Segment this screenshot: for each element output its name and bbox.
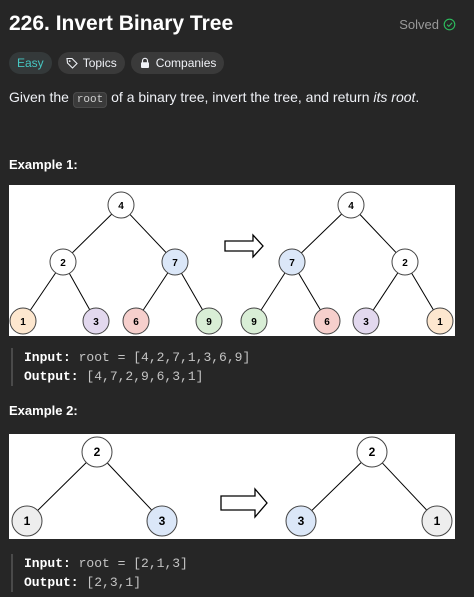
tree-node — [195, 307, 223, 335]
tree-node — [146, 505, 178, 537]
node-label: 1 — [24, 514, 31, 528]
tree-node — [81, 436, 113, 468]
node-label: 6 — [133, 317, 139, 328]
topics-button[interactable]: Topics — [57, 52, 125, 74]
node-label: 3 — [363, 317, 369, 328]
example-2-title: Example 2: — [9, 403, 78, 418]
tree-node — [285, 505, 317, 537]
node-label: 4 — [348, 201, 354, 212]
tree-node — [426, 307, 454, 335]
tree-node — [122, 307, 150, 335]
arrow-right-icon — [220, 487, 268, 519]
input-label: Input: — [24, 556, 71, 571]
tree-node — [107, 191, 135, 219]
example-1-diagram: 4 2 7 1 3 6 9 4 7 2 9 6 3 1 — [9, 185, 455, 336]
companies-button[interactable]: Companies — [130, 52, 225, 74]
arrow-right-icon — [224, 233, 264, 259]
node-label: 7 — [172, 258, 178, 269]
tree-node — [313, 307, 341, 335]
tree-node — [161, 248, 189, 276]
tree-node — [9, 307, 37, 335]
inline-code-root: root — [72, 92, 108, 108]
output-value: [2,3,1] — [86, 575, 142, 590]
description-italic: its root — [373, 89, 416, 105]
problem-title: 226. Invert Binary Tree — [9, 12, 234, 35]
node-label: 1 — [437, 317, 443, 328]
tree-node — [49, 248, 77, 276]
tree-node — [82, 307, 110, 335]
node-label: 1 — [434, 514, 441, 528]
output-label: Output: — [24, 369, 79, 384]
description-text-2: of a binary tree, invert the tree, and r… — [107, 89, 374, 105]
output-label: Output: — [24, 575, 79, 590]
problem-description: Given the root of a binary tree, invert … — [9, 89, 420, 108]
node-label: 3 — [159, 514, 166, 528]
check-circle-icon — [443, 18, 456, 31]
tree-node — [337, 191, 365, 219]
solved-label: Solved — [399, 17, 439, 32]
node-label: 9 — [206, 317, 212, 328]
example-1-io: Input: root = [4,2,7,1,3,6,9] Output: [4… — [11, 348, 250, 386]
node-label: 2 — [402, 258, 408, 269]
node-label: 3 — [93, 317, 99, 328]
lock-icon — [140, 57, 149, 68]
tree-node — [240, 307, 268, 335]
tree-node — [278, 248, 306, 276]
example-2-io: Input: root = [2,1,3] Output: [2,3,1] — [11, 554, 188, 592]
example-1-title: Example 1: — [9, 157, 78, 172]
difficulty-label: Easy — [17, 56, 44, 70]
companies-label: Companies — [155, 56, 217, 70]
solved-status: Solved — [399, 17, 456, 32]
node-label: 3 — [298, 514, 305, 528]
example-2-diagram: 2 1 3 2 3 1 — [9, 434, 455, 539]
description-end: . — [415, 89, 420, 105]
node-label: 2 — [94, 445, 101, 459]
input-value: root = [2,1,3] — [78, 556, 188, 571]
input-label: Input: — [24, 350, 71, 365]
node-label: 6 — [324, 317, 330, 328]
node-label: 2 — [369, 445, 376, 459]
difficulty-badge[interactable]: Easy — [9, 52, 52, 74]
input-value: root = [4,2,7,1,3,6,9] — [78, 350, 251, 365]
tree-node — [356, 436, 388, 468]
tree-node — [11, 505, 43, 537]
tree-node — [352, 307, 380, 335]
tree-node — [421, 505, 453, 537]
node-label: 2 — [60, 258, 66, 269]
topics-label: Topics — [82, 56, 117, 70]
output-value: [4,7,2,9,6,3,1] — [86, 369, 204, 384]
node-label: 1 — [20, 317, 26, 328]
node-label: 4 — [118, 201, 124, 212]
node-label: 7 — [289, 258, 295, 269]
description-text: Given the — [9, 89, 73, 105]
tree-node — [391, 248, 419, 276]
node-label: 9 — [251, 317, 257, 328]
tag-icon — [66, 57, 78, 69]
tag-pills: Easy Topics Companies — [9, 52, 225, 74]
